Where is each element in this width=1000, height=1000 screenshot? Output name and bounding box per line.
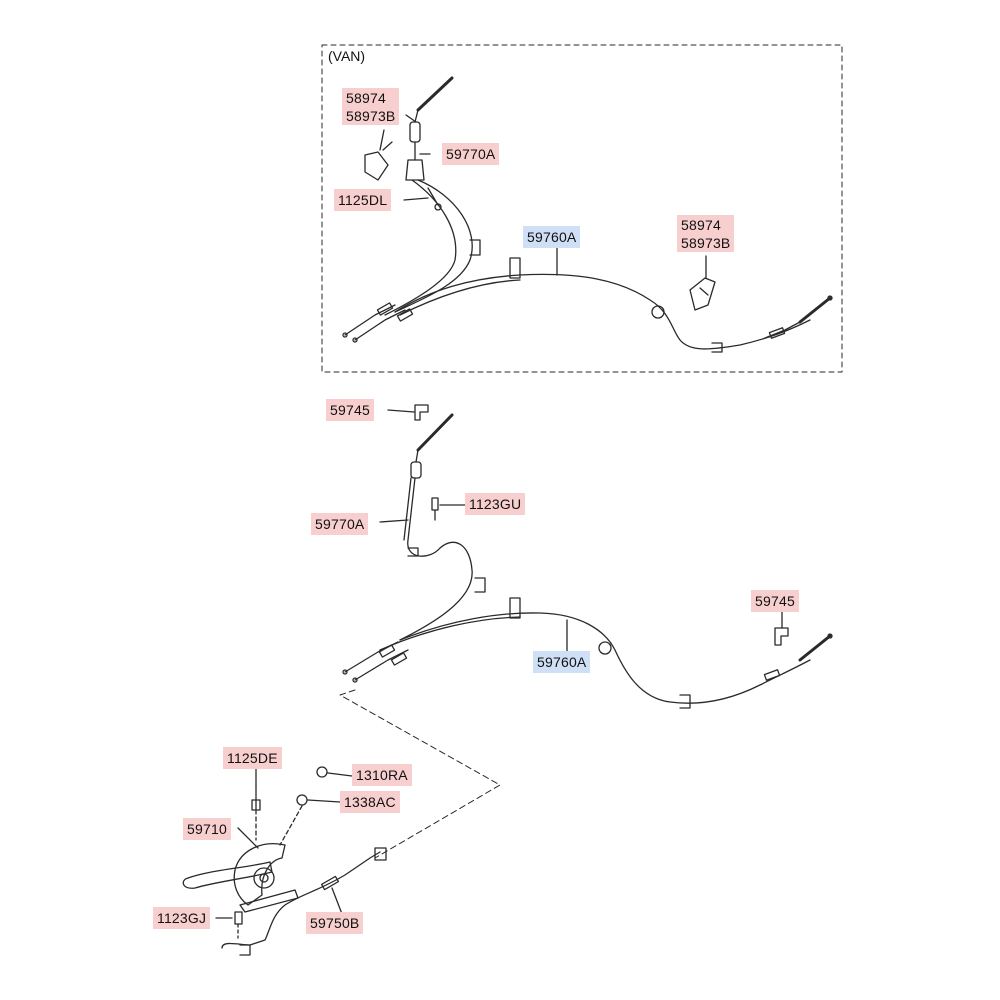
part-label-nut-b: 1338AC [340,791,400,813]
van-cable-assembly [342,76,833,353]
part-number: 58973B [346,108,396,124]
part-number: 58974 [346,90,386,106]
part-label-front-cable: 59770A [311,513,369,535]
part-label-lever: 59710 [183,818,231,840]
part-label-nut-a: 1310RA [352,764,412,786]
part-label-van-bolt: 1125DL [334,189,392,211]
van-section-title: (VAN) [328,48,366,64]
part-label-van-bracket-left: 58974 58973B [342,88,400,125]
part-label-main-cable: 59760A [533,651,591,673]
part-number: 58973B [681,235,731,251]
part-label-bolt-lever: 1125DE [223,747,282,769]
part-label-bolt-bottom: 1123GJ [153,907,211,929]
part-label-clip-right: 59745 [751,590,799,612]
parking-lever-assembly [182,766,387,956]
part-label-bolt-top: 1123GU [465,493,526,515]
part-label-lever-cable: 59750B [306,912,364,934]
van-section-frame [321,44,843,373]
connector-dashed-line [339,689,501,859]
part-label-van-front-cable: 59770A [442,143,500,165]
main-cable-assembly [342,404,833,709]
part-label-van-main-cable: 59760A [523,226,581,248]
part-number: 58974 [681,217,721,233]
part-label-clip-top: 59745 [326,399,374,421]
part-label-van-bracket-right: 58974 58973B [677,215,735,252]
